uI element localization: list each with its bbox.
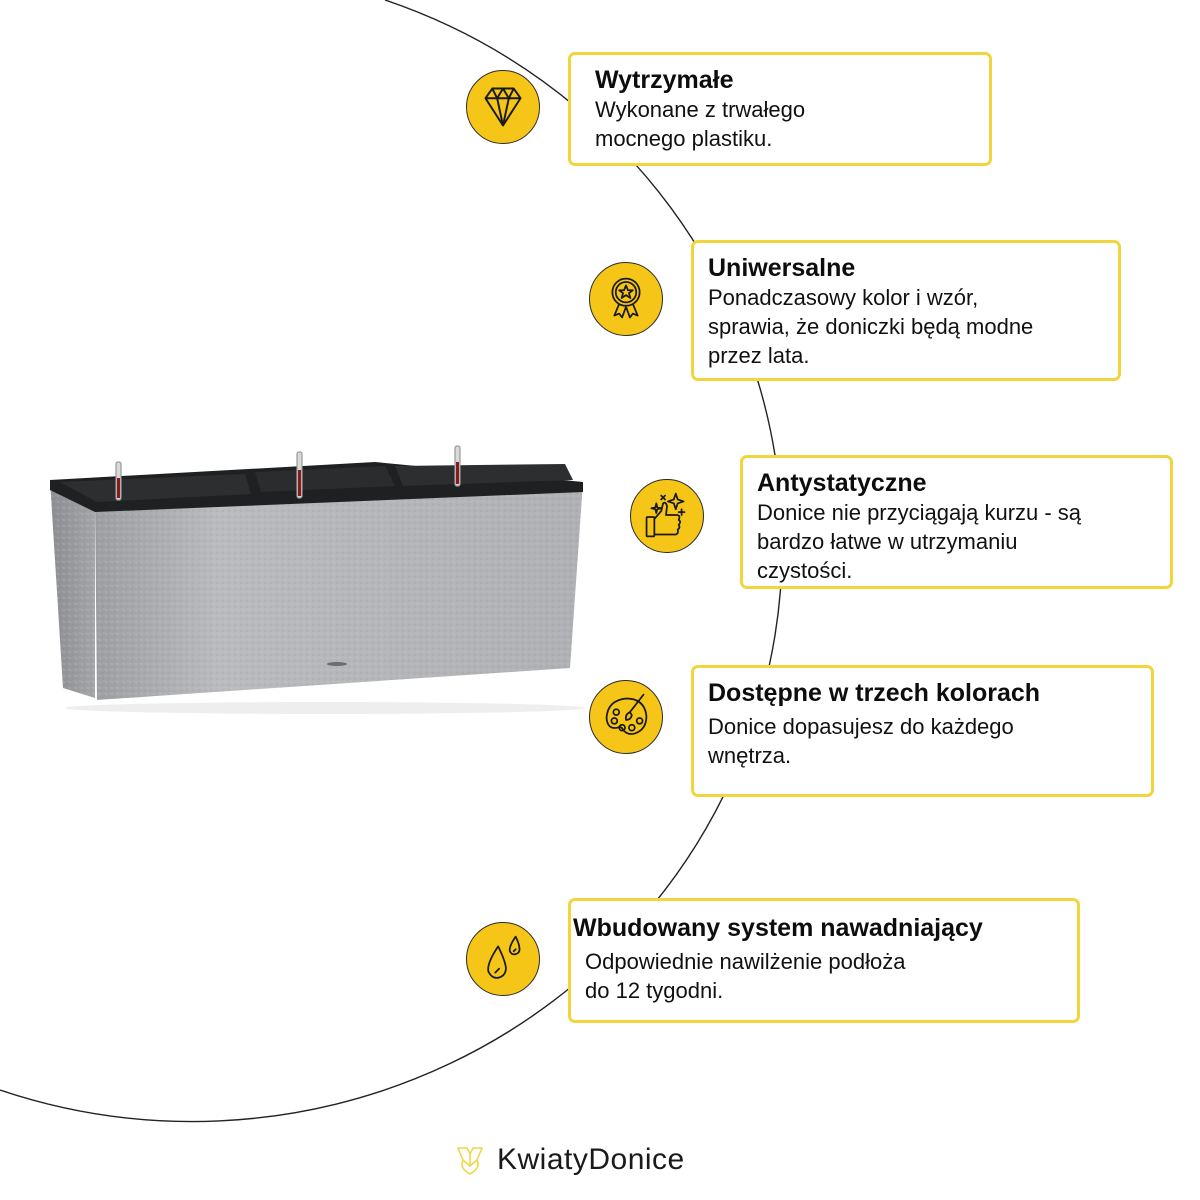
feature-text-line: mocnego plastiku.	[595, 126, 773, 151]
feature-icon-3	[630, 479, 704, 553]
brand-name: KwiatyDonice	[497, 1143, 685, 1176]
feature-title: Dostępne w trzech kolorach	[708, 679, 1041, 707]
feature-card-3: Antystatyczne Donice nie przyciągają kur…	[740, 455, 1173, 589]
feature-title: Wytrzymałe	[595, 66, 734, 94]
feature-text-line: do 12 tygodni.	[585, 978, 724, 1003]
feature-text-line: sprawia, że doniczki będą modne	[708, 314, 1034, 339]
paint-palette-icon	[605, 693, 648, 735]
award-ribbon-icon	[611, 277, 641, 319]
feature-text-line: bardzo łatwe w utrzymaniu	[757, 529, 1018, 554]
feature-title: Wbudowany system nawadniający	[573, 914, 983, 942]
feature-text-line: Donice nie przyciągają kurzu - są	[757, 500, 1082, 525]
planter-product-image	[50, 445, 585, 714]
feature-text-line: Wykonane z trwałego	[595, 97, 806, 122]
feature-card-5: Wbudowany system nawadniający Odpowiedni…	[568, 898, 1080, 1023]
diamond-icon	[484, 87, 522, 127]
feature-card-1: Wytrzymałe Wykonane z trwałego mocnego p…	[568, 52, 992, 166]
feature-card-2: Uniwersalne Ponadczasowy kolor i wzór, s…	[691, 240, 1121, 381]
feature-icon-2	[589, 262, 663, 336]
feature-text-line: Ponadczasowy kolor i wzór,	[708, 285, 979, 310]
water-drops-icon	[487, 935, 521, 979]
feature-icon-1	[466, 70, 540, 144]
feature-text-line: czystości.	[757, 558, 853, 583]
feature-icon-4	[589, 680, 663, 754]
feature-text-line: wnętrza.	[708, 743, 792, 768]
thumbs-up-sparkle-icon	[645, 492, 686, 538]
feature-text-line: Donice dopasujesz do każdego	[708, 714, 1014, 739]
feature-title: Antystatyczne	[757, 469, 927, 497]
butterfly-logo-icon	[457, 1147, 483, 1175]
feature-card-4: Dostępne w trzech kolorach Donice dopasu…	[691, 665, 1154, 797]
feature-icon-5	[466, 922, 540, 996]
feature-text-line: przez lata.	[708, 343, 810, 368]
footer-brand: KwiatyDonice	[455, 1140, 685, 1180]
feature-title: Uniwersalne	[708, 254, 856, 282]
feature-text-line: Odpowiednie nawilżenie podłoża	[585, 949, 906, 974]
